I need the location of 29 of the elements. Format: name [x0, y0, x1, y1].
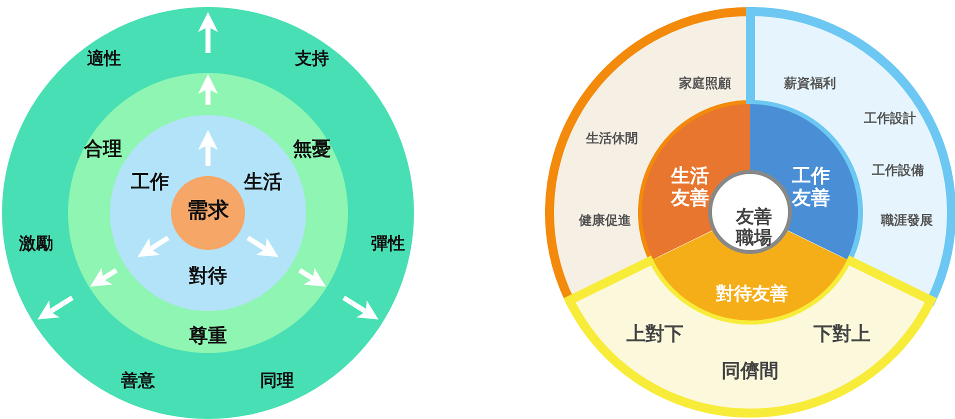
node-label: 職涯發展 [881, 214, 933, 230]
node-label: 適性 [87, 50, 121, 70]
node-label: 生活友善 [670, 166, 710, 210]
node-label: 工作設計 [864, 112, 916, 128]
node-label: 友善職場 [735, 207, 773, 249]
node-label: 需求 [187, 198, 229, 222]
node-label: 對待 [189, 266, 227, 288]
node-label: 工作設備 [872, 164, 924, 180]
node-label: 彈性 [371, 235, 405, 255]
node-label: 同儕間 [721, 361, 778, 383]
node-label: 薪資福利 [784, 78, 836, 92]
node-label: 支持 [295, 50, 329, 70]
node-label: 對待友善 [716, 284, 788, 306]
inner-sector [652, 228, 848, 321]
node-label: 上對下 [626, 324, 684, 346]
node-label: 健康促進 [579, 214, 631, 230]
node-label: 尊重 [189, 326, 227, 348]
node-label: 合理 [84, 139, 122, 161]
node-label: 工作 [131, 172, 169, 194]
node-label: 善意 [121, 372, 155, 392]
node-label: 家庭照顧 [679, 78, 731, 92]
outer-sector [564, 254, 936, 418]
node-label: 同理 [260, 372, 294, 392]
node-label: 下對上 [813, 324, 870, 346]
node-label: 生活休閒 [586, 132, 638, 148]
node-label: 工作友善 [791, 166, 831, 210]
node-label: 生活 [244, 172, 282, 194]
node-label: 無憂 [293, 139, 331, 161]
node-label: 激勵 [19, 235, 53, 255]
